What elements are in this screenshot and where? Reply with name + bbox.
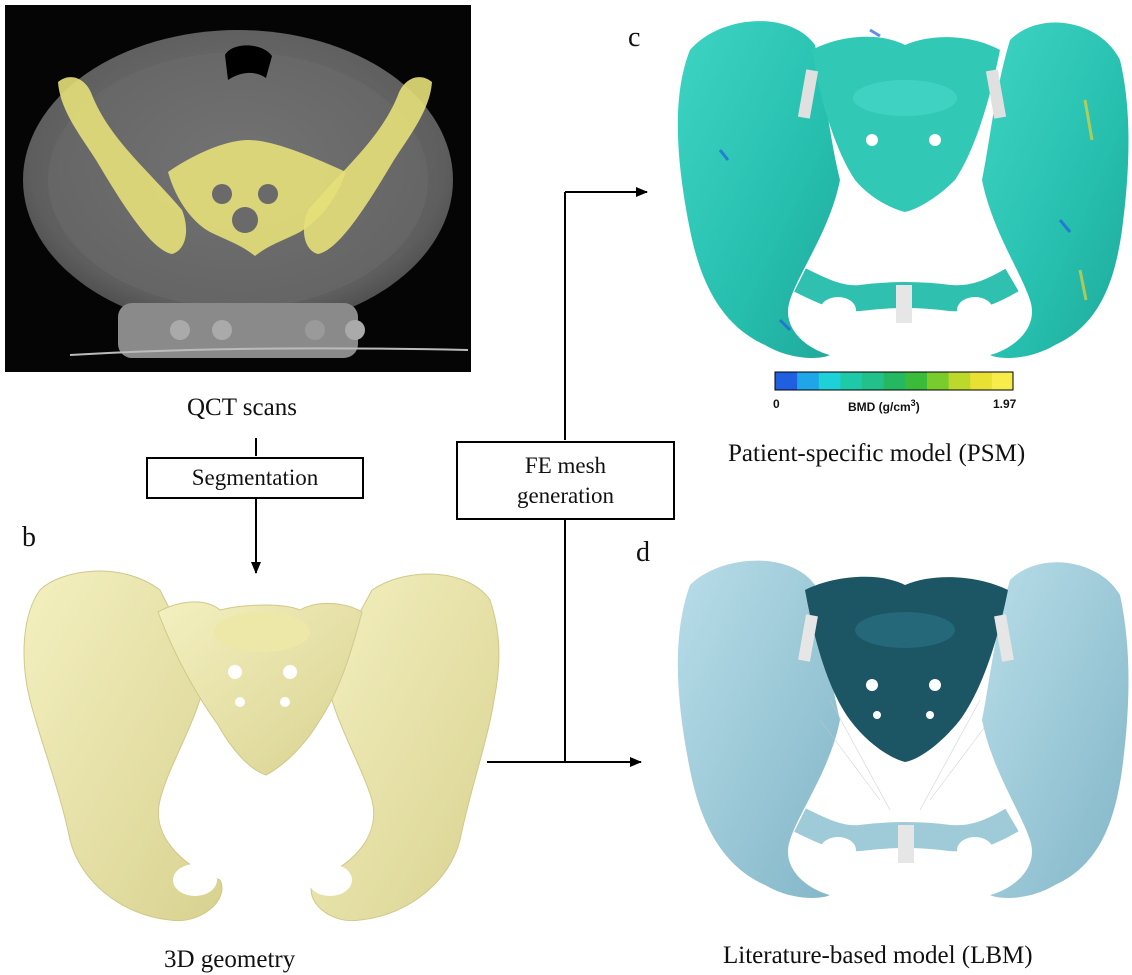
segmentation-label: Segmentation bbox=[192, 465, 318, 491]
colorbar-segment bbox=[883, 372, 905, 390]
colorbar-min-label: 0 bbox=[773, 397, 780, 411]
colorbar-segment bbox=[775, 372, 797, 390]
colorbar-max-label: 1.97 bbox=[993, 397, 1017, 411]
caption-3d-geometry: 3D geometry bbox=[164, 946, 295, 974]
colorbar-segment bbox=[970, 372, 992, 390]
geometry-pelvis bbox=[24, 571, 499, 921]
lbm-pelvis bbox=[678, 561, 1129, 898]
colorbar-segment bbox=[797, 372, 819, 390]
fe-mesh-label-line1: FE mesh bbox=[525, 451, 606, 481]
caption-lbm: Literature-based model (LBM) bbox=[723, 942, 1033, 970]
colorbar-segment bbox=[926, 372, 948, 390]
fe-mesh-step-box: FE mesh generation bbox=[456, 441, 675, 520]
bmd-colorbar bbox=[775, 372, 1014, 390]
colorbar-segment bbox=[991, 372, 1013, 390]
colorbar-segment bbox=[818, 372, 840, 390]
psm-pelvis bbox=[678, 21, 1129, 358]
caption-psm: Patient-specific model (PSM) bbox=[728, 440, 1025, 468]
segmentation-step-box: Segmentation bbox=[146, 457, 364, 499]
caption-qct-scans: QCT scans bbox=[187, 394, 297, 422]
fe-mesh-label-line2: generation bbox=[517, 481, 614, 511]
colorbar-segment bbox=[862, 372, 884, 390]
colorbar-title: BMD (g/cm3) bbox=[848, 398, 920, 414]
colorbar-segment bbox=[840, 372, 862, 390]
ct-scan-image bbox=[5, 5, 471, 372]
colorbar-segment bbox=[905, 372, 927, 390]
colorbar-segment bbox=[948, 372, 970, 390]
